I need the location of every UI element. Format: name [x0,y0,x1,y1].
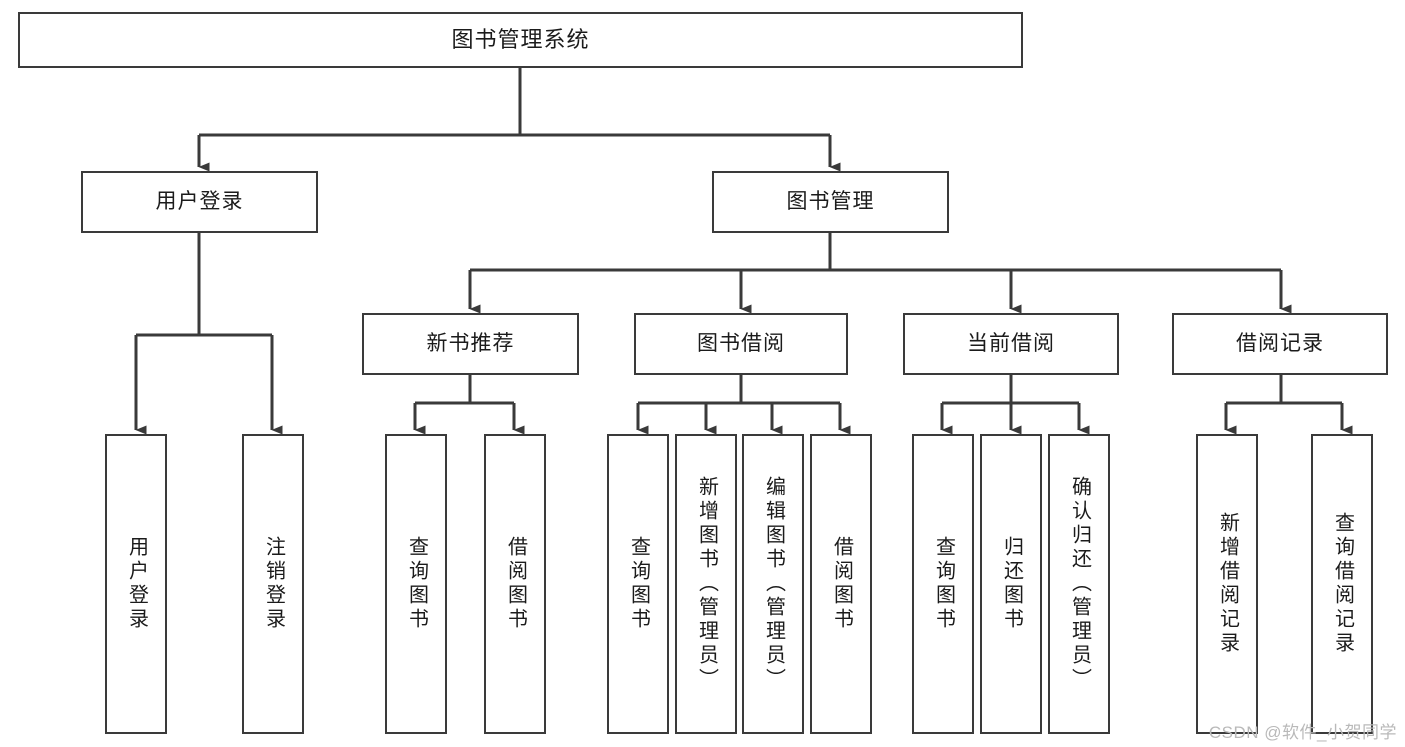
node-label: 借阅图书 [830,536,853,632]
node-book-manage[interactable]: 图书管理 [712,171,949,233]
node-leaf-query-book-1[interactable]: 查询图书 [385,434,447,734]
node-label: 确认归还（管理员） [1068,476,1091,692]
node-leaf-add-book[interactable]: 新增图书（管理员） [675,434,737,734]
node-leaf-user-login[interactable]: 用户登录 [105,434,167,734]
node-label: 编辑图书（管理员） [762,476,785,692]
node-root-system[interactable]: 图书管理系统 [18,12,1023,68]
node-leaf-borrow-book-2[interactable]: 借阅图书 [810,434,872,734]
node-label: 查询图书 [627,536,650,632]
node-label: 查询图书 [932,536,955,632]
node-leaf-confirm-return[interactable]: 确认归还（管理员） [1048,434,1110,734]
node-label: 借阅图书 [504,536,527,632]
node-borrow-record[interactable]: 借阅记录 [1172,313,1388,375]
node-leaf-query-book-3[interactable]: 查询图书 [912,434,974,734]
watermark-text: CSDN @软件_小贺同学 [1208,723,1397,742]
node-label: 图书管理系统 [451,26,590,52]
node-user-login[interactable]: 用户登录 [81,171,318,233]
node-leaf-logout[interactable]: 注销登录 [242,434,304,734]
node-leaf-add-record[interactable]: 新增借阅记录 [1196,434,1258,734]
node-leaf-borrow-book-1[interactable]: 借阅图书 [484,434,546,734]
node-new-book-recommend[interactable]: 新书推荐 [362,313,579,375]
node-label: 用户登录 [155,190,244,214]
node-label: 用户登录 [125,536,148,632]
node-label: 当前借阅 [967,332,1055,356]
node-label: 查询图书 [405,536,428,632]
node-label: 借阅记录 [1236,332,1324,356]
node-leaf-query-book-2[interactable]: 查询图书 [607,434,669,734]
node-label: 新增借阅记录 [1216,512,1239,656]
node-book-borrow[interactable]: 图书借阅 [634,313,848,375]
node-label: 新书推荐 [426,332,515,356]
node-label: 新增图书（管理员） [695,476,718,692]
node-label: 图书管理 [786,190,875,214]
node-leaf-edit-book[interactable]: 编辑图书（管理员） [742,434,804,734]
node-label: 注销登录 [262,536,285,632]
node-current-borrow[interactable]: 当前借阅 [903,313,1119,375]
node-label: 归还图书 [1000,536,1023,632]
node-label: 图书借阅 [697,332,785,356]
node-leaf-query-record[interactable]: 查询借阅记录 [1311,434,1373,734]
node-leaf-return-book[interactable]: 归还图书 [980,434,1042,734]
node-label: 查询借阅记录 [1331,512,1354,656]
